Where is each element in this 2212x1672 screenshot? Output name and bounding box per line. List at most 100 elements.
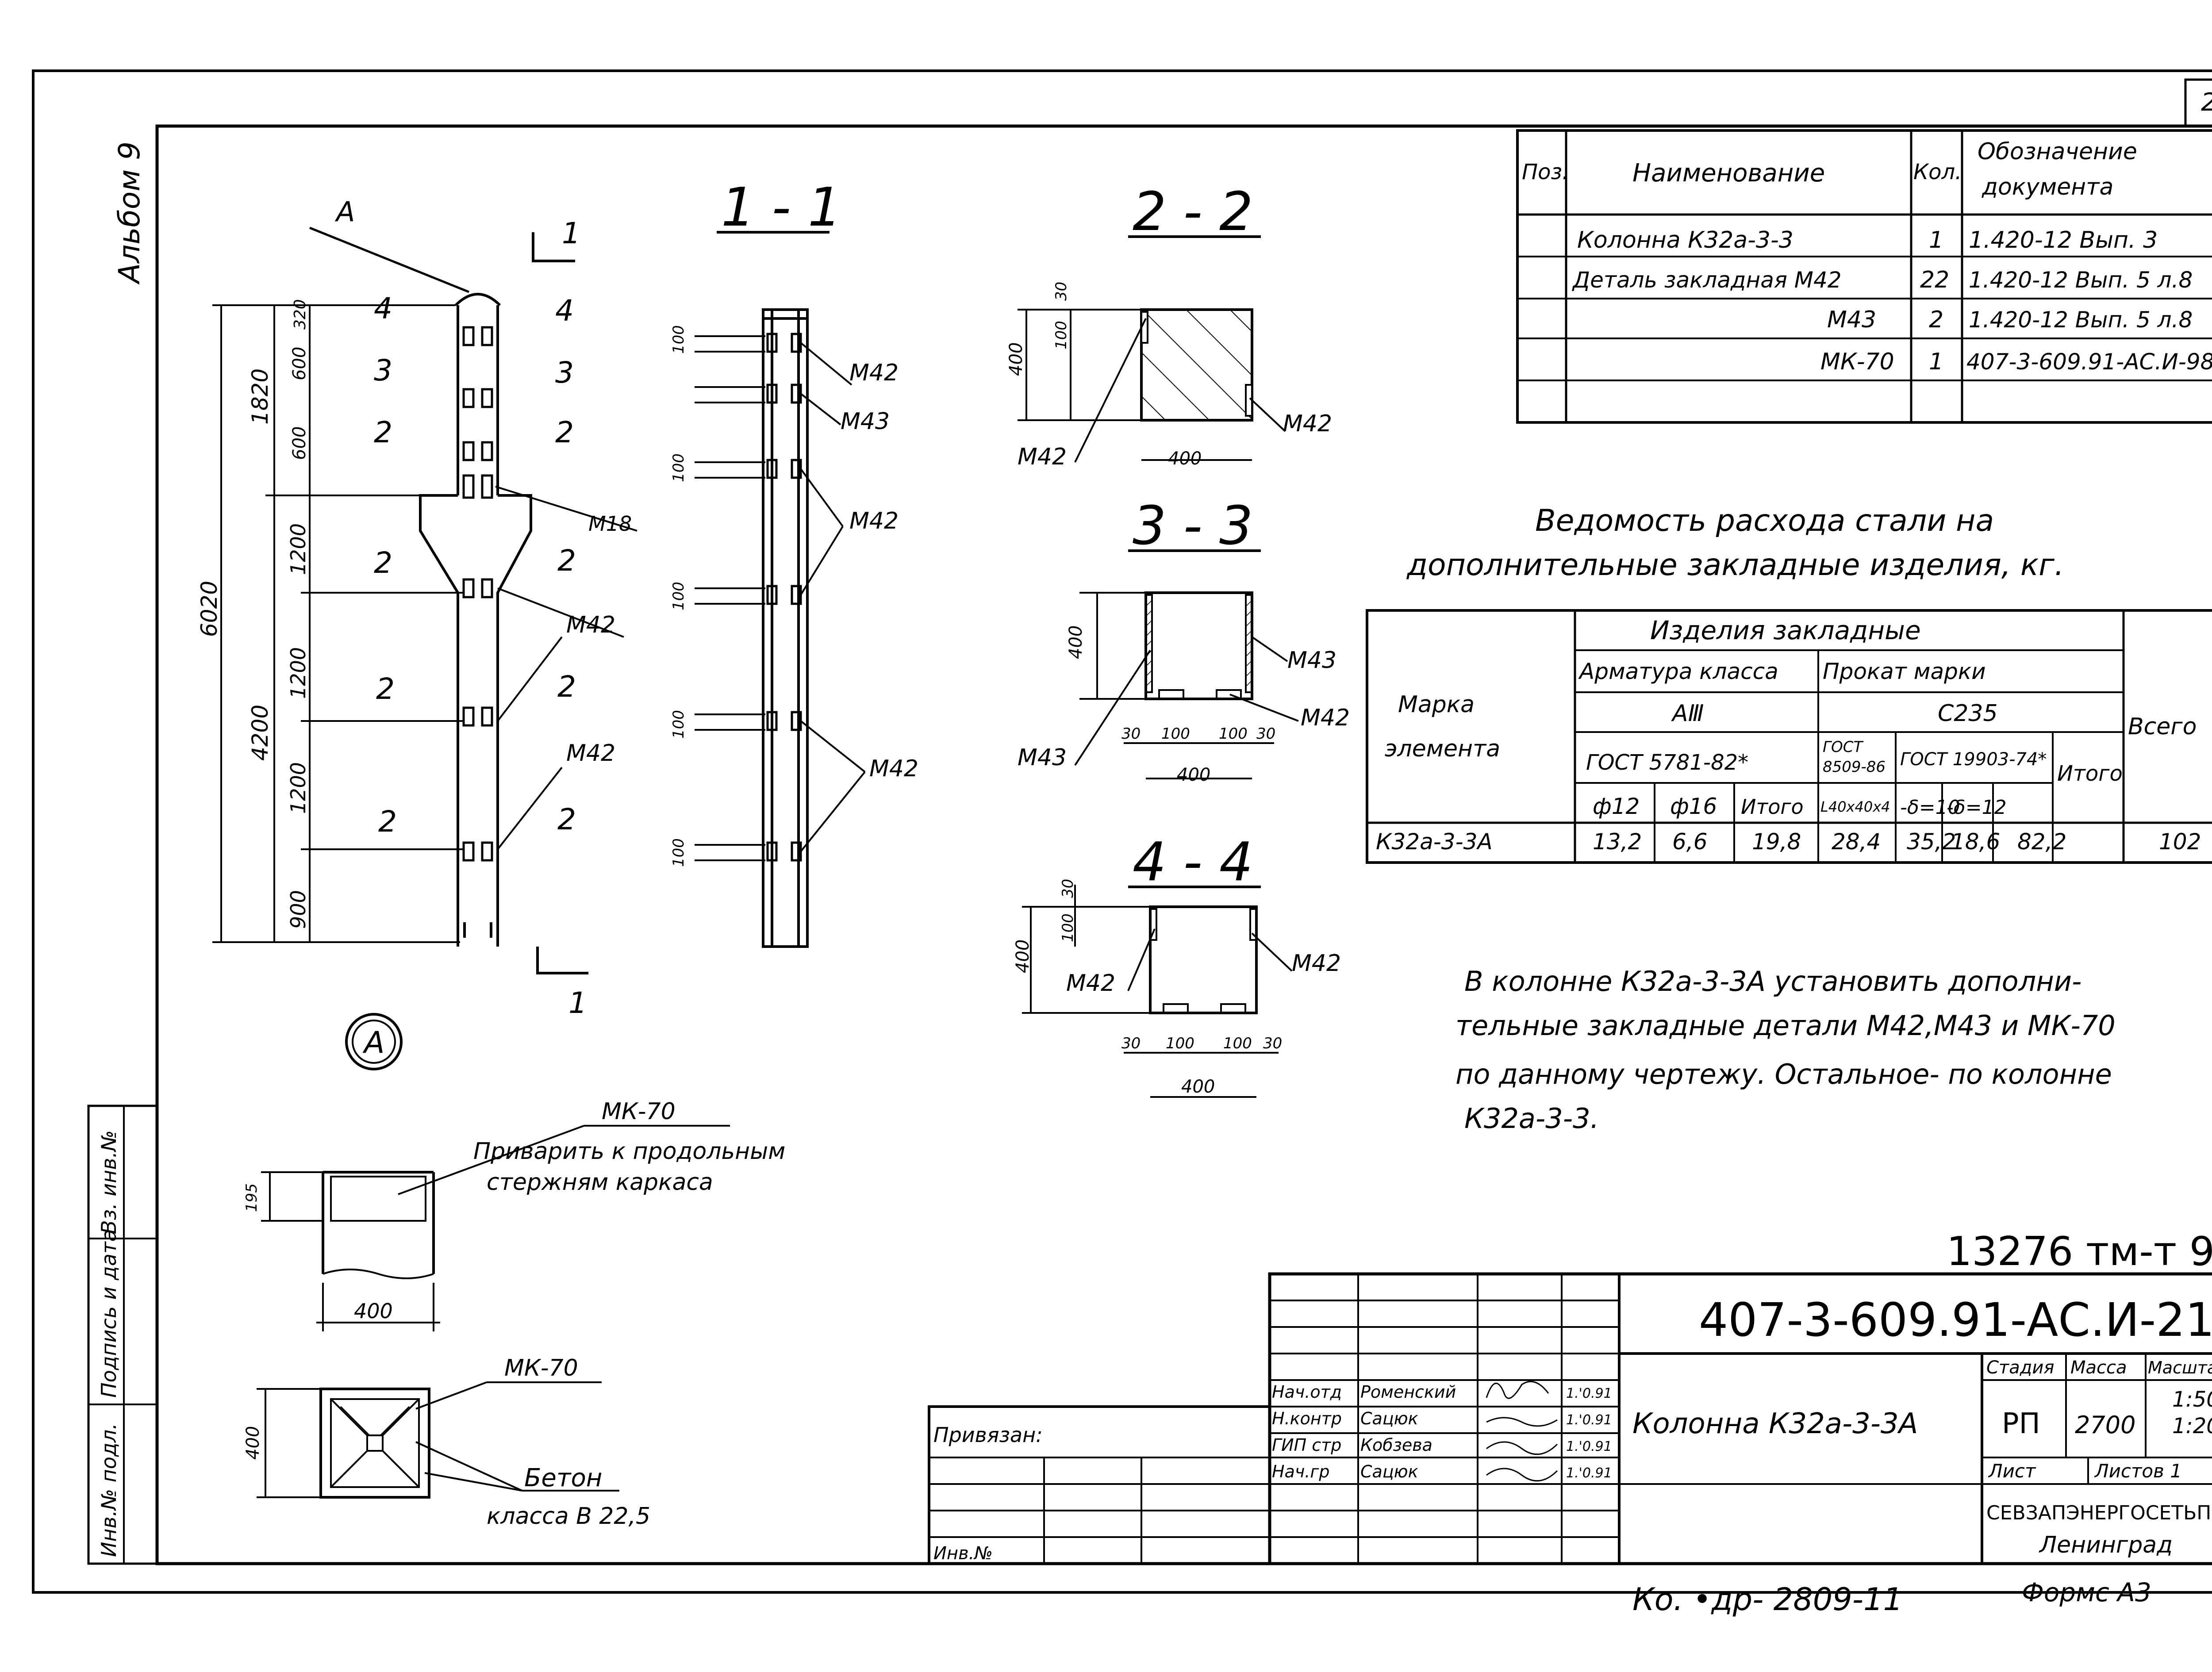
privyazan-label: Привязан: xyxy=(933,1423,1043,1447)
spec-header-doc2: документа xyxy=(1982,174,2113,200)
m42-s22-l-leader xyxy=(1074,318,1147,463)
elevation-dims xyxy=(212,304,465,943)
label-m42-s11-b: М42 xyxy=(849,508,899,534)
stadia-value: РП xyxy=(2002,1407,2040,1440)
spec-row1-doc: 1.420-12 Вып. 3 xyxy=(1969,227,2158,253)
spec-row1-name: Колонна К32а-3-3 xyxy=(1577,227,1793,253)
steel-sub-f12: ф12 xyxy=(1593,794,1640,819)
dim-30-s33-b: 30 xyxy=(1256,725,1275,743)
label-m42-s44-r: М42 xyxy=(1292,950,1341,977)
m42-s44-r-leader xyxy=(1251,932,1293,972)
dim-400-mk70-side: 400 xyxy=(354,1299,393,1323)
dim-100-s11-e: 100 xyxy=(670,838,687,867)
steel-prokat: Прокат марки xyxy=(1823,659,1986,684)
m42-s11-c-leader1 xyxy=(800,720,866,773)
section-4-4-plate-b2 xyxy=(1220,1003,1246,1014)
m43-s11-leader xyxy=(800,393,841,426)
dim-600-a: 600 xyxy=(289,426,310,460)
spec-row2-name: Деталь закладная М42 xyxy=(1572,267,1842,293)
dim-195: 195 xyxy=(243,1183,261,1212)
date-3: 1.'0.91 xyxy=(1566,1465,1612,1481)
m42-s11-c-leader2 xyxy=(800,771,866,852)
m43-s33-r-leader xyxy=(1251,636,1288,662)
steel-sub-f16: ф16 xyxy=(1670,794,1717,819)
mk70-label-1: МК-70 xyxy=(602,1098,676,1125)
steel-gost-armatura: ГОСТ 5781-82* xyxy=(1586,750,1748,775)
m42-elev1-leader2 xyxy=(497,636,563,722)
dim-100-s44-a: 100 xyxy=(1166,1035,1194,1052)
dim-100-s22: 100 xyxy=(1052,321,1070,349)
steel-title-line2: дополнительные закладные изделия, кг. xyxy=(1406,548,2064,583)
view-a-label: А xyxy=(362,1025,385,1060)
steel-title-line1: Ведомость расхода стали на xyxy=(1535,503,1994,538)
dim-100-s11-b: 100 xyxy=(670,453,687,482)
column-elevation xyxy=(419,293,532,947)
section-4-4-plate-b1 xyxy=(1163,1003,1189,1014)
mk70-note-1: Приварить к продольным xyxy=(473,1138,785,1165)
dim-100-s33-a: 100 xyxy=(1161,725,1190,743)
label-m43-s33-l: М43 xyxy=(1018,744,1067,771)
callout-a-label: А xyxy=(334,196,355,228)
mk70-top-view xyxy=(319,1388,430,1499)
masshtab-value-1: 1:50 xyxy=(2172,1387,2212,1412)
mk70-label-2: МК-70 xyxy=(504,1355,578,1381)
dim-400-s44-h: 400 xyxy=(1181,1077,1215,1097)
dim-400-s33-v: 400 xyxy=(1066,625,1086,659)
spec-row2-qty: 22 xyxy=(1920,267,1949,293)
signature-1 xyxy=(1486,1417,1558,1427)
label-m43-s11: М43 xyxy=(841,408,890,435)
name-2: Кобзева xyxy=(1360,1435,1432,1455)
designation: 407-3-609.91-АС.И-21 xyxy=(1699,1293,2212,1347)
left-stamp-strip: Инв.№ подл. Подпись и дата Вз. инв.№ xyxy=(87,1104,158,1565)
section-4-4-plate-l xyxy=(1149,908,1157,941)
steel-gost-19903: ГОСТ 19903-74* xyxy=(1900,749,2047,770)
section-3-3-dims xyxy=(1079,592,1274,779)
cut-2-label-1l: 2 xyxy=(374,415,392,449)
label-m42-s22-l: М42 xyxy=(1018,444,1067,470)
name-3: Сацюк xyxy=(1360,1462,1418,1481)
steel-sub-angle: L40х40х4 xyxy=(1820,798,1890,815)
signature-0 xyxy=(1486,1381,1549,1399)
steel-marka2: элемента xyxy=(1385,736,1500,762)
spec-row4-qty: 1 xyxy=(1929,349,1943,375)
masshtab-label: Масштаб xyxy=(2148,1358,2212,1377)
dim-100-s11-d: 100 xyxy=(670,710,687,739)
dim-30-s44-v: 30 xyxy=(1059,879,1077,898)
steel-vsego: Всего xyxy=(2128,713,2197,740)
dim-30-s44-b: 30 xyxy=(1263,1035,1282,1052)
massa-value: 2700 xyxy=(2075,1411,2135,1439)
org-city: Ленинград xyxy=(2039,1532,2173,1558)
dim-900: 900 xyxy=(286,890,310,929)
section-2-2-dims xyxy=(1018,309,1252,461)
m42-s22-r-leader xyxy=(1249,397,1286,432)
org-name: СЕВЗАПЭНЕРГОСЕТЬПРОЕКТ xyxy=(1986,1502,2212,1524)
role-0: Нач.отд xyxy=(1272,1382,1342,1402)
cut-2-label-2l: 2 xyxy=(374,546,392,580)
spec-row4-name: МК-70 xyxy=(1820,349,1894,375)
stadia-label: Стадия xyxy=(1986,1358,2054,1378)
spec-header-qty: Кол. xyxy=(1913,160,1962,184)
label-m43-s33-r: М43 xyxy=(1287,647,1336,674)
label-m42-s11-c: М42 xyxy=(869,755,918,782)
m43-s33-l-leader xyxy=(1074,649,1151,766)
outer-frame xyxy=(32,69,2212,1594)
section-3-3-plate-b1 xyxy=(1158,689,1184,700)
dim-1200-a: 1200 xyxy=(286,523,310,575)
m42-elev2-leader xyxy=(497,767,563,850)
section-3-3-plate-b2 xyxy=(1216,689,1242,700)
mk70-side-dims xyxy=(261,1171,440,1331)
name-1: Сацюк xyxy=(1360,1409,1418,1428)
section-1-1-dims xyxy=(695,335,765,861)
mk70-side-view xyxy=(322,1171,435,1279)
steel-sub-itogo: Итого xyxy=(1741,795,1804,819)
steel-sub-d12: -δ=12 xyxy=(1947,796,2007,819)
steel-itogo-prokat: Итого xyxy=(2057,761,2123,786)
cut-3-label: 3 xyxy=(555,356,574,390)
steel-row-d12: 18,6 xyxy=(1951,829,2000,855)
spec-row3-name: М43 xyxy=(1827,307,1876,333)
section-1-1-body xyxy=(762,308,809,948)
dim-1200-c: 1200 xyxy=(286,762,310,814)
dim-400-mk70-top: 400 xyxy=(243,1426,263,1460)
cut-1-bottom: 1 xyxy=(568,986,587,1020)
m42-s33-r-leader xyxy=(1229,694,1299,722)
